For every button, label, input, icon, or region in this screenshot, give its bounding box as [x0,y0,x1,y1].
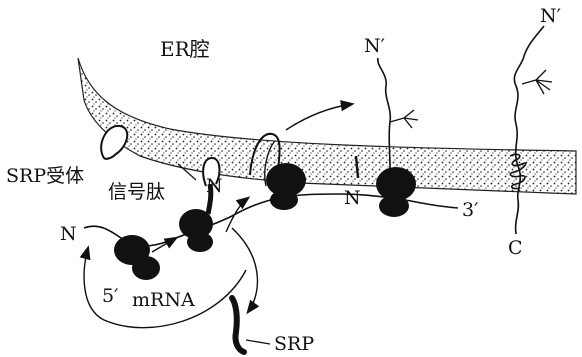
arrow-into-lumen [286,104,352,130]
srp-pointer [246,340,270,344]
three-prime-label: 3′ [462,199,478,221]
five-prime-label: 5′ [102,285,118,307]
arrow-ribosome-to-membrane [226,198,248,232]
ribosome-3 [266,163,306,210]
ribosome-1 [114,235,160,280]
srp-label: SRP [274,333,314,355]
signal-peptide-label: 信号肽 [108,181,165,203]
c-terminus-label: C [508,237,523,259]
srp-receptor-label: SRP受体 [6,165,84,187]
mrna-label: mRNA [132,289,195,311]
glycan-2 [522,70,552,94]
er-lumen-label: ER腔 [160,37,210,61]
ribosome-2 [179,209,213,252]
n-prime-right-label: N′ [540,5,561,27]
n-terminus-middle-label: N [206,175,223,197]
ribosome-4 [376,167,416,217]
er-membrane [78,58,576,194]
srp-particle [232,298,244,352]
membrane-protein-chain [514,26,544,234]
n-terminus-lower-label: N [344,187,361,209]
n-terminus-left-label: N [60,223,77,245]
glycan-1 [390,110,418,128]
n-prime-middle-label: N′ [364,35,385,57]
